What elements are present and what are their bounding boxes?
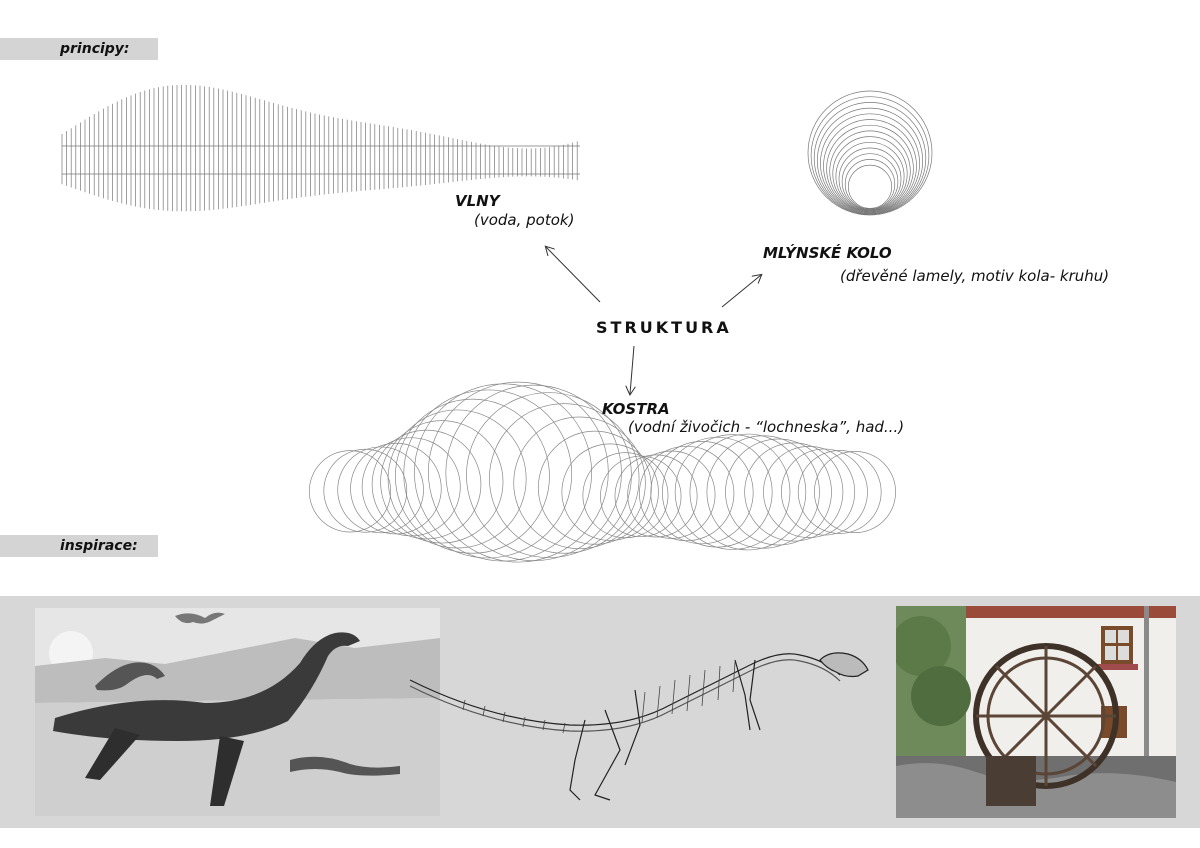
wheel-ring bbox=[808, 91, 932, 215]
mill-wheel-title: MLÝNSKÉ KOLO bbox=[763, 244, 892, 262]
tube-ring bbox=[428, 382, 608, 562]
waves-subtitle: (voda, potok) bbox=[474, 211, 574, 229]
waves-title: VLNY bbox=[455, 192, 500, 210]
tube-ring bbox=[489, 404, 639, 554]
tube-ring bbox=[414, 384, 591, 561]
tube-ring bbox=[798, 451, 881, 534]
skeleton-title: KOSTRA bbox=[602, 400, 670, 418]
tube-ring bbox=[745, 443, 843, 541]
tube-ring bbox=[662, 437, 772, 547]
mill-wheel-subtitle: (dřevěné lamely, motiv kola- kruhu) bbox=[840, 267, 1109, 285]
mill-wheel-photo bbox=[896, 606, 1176, 818]
tube-ring bbox=[538, 431, 651, 544]
mill-wheel-drawing bbox=[808, 91, 932, 215]
tube-ring bbox=[600, 456, 681, 537]
tube-ring bbox=[583, 453, 668, 538]
wheel-ring bbox=[848, 165, 891, 208]
tube-ring bbox=[362, 438, 460, 536]
tube-ring bbox=[351, 443, 442, 534]
wheel-ring bbox=[817, 108, 922, 213]
arrow-down-icon bbox=[630, 346, 634, 394]
tube-ring bbox=[514, 417, 646, 549]
waves-drawing bbox=[62, 85, 580, 211]
wheel-ring bbox=[814, 102, 926, 214]
arrow-up-left-icon bbox=[546, 247, 600, 302]
tube-ring bbox=[628, 451, 715, 538]
wheel-ring bbox=[845, 159, 895, 209]
wheel-ring bbox=[820, 114, 919, 213]
plesiosaur-illustration bbox=[35, 608, 440, 816]
wheel-ring bbox=[827, 125, 914, 212]
wheel-ring bbox=[839, 148, 901, 210]
tube-ring bbox=[324, 449, 407, 532]
wheel-ring bbox=[842, 154, 898, 210]
arrow-up-right-icon bbox=[722, 275, 761, 307]
dinosaur-skeleton-illustration bbox=[405, 620, 875, 820]
tube-ring bbox=[725, 439, 831, 545]
tube-ring bbox=[562, 444, 659, 541]
center-node-structure: STRUKTURA bbox=[596, 318, 732, 337]
skeleton-subtitle: (vodní živočich - “lochneska”, had...) bbox=[628, 418, 904, 436]
wheel-ring bbox=[830, 131, 911, 212]
